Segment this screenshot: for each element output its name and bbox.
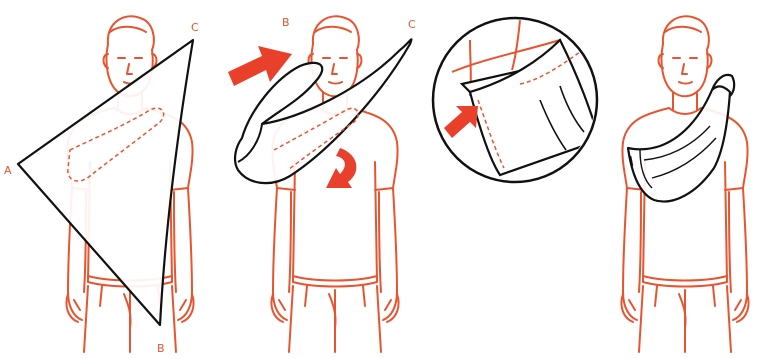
step-2-panel: B C	[228, 16, 416, 352]
corner-label-a: A	[4, 164, 12, 177]
corner-label-c: C	[408, 18, 416, 31]
corner-label-b: B	[157, 342, 165, 355]
curved-arrow-icon	[326, 148, 356, 188]
step-1-panel: A C B	[4, 16, 199, 355]
step-4-panel	[621, 16, 748, 352]
finished-sling	[628, 86, 730, 201]
corner-label-b: B	[282, 16, 290, 29]
corner-label-c: C	[191, 21, 199, 34]
step-3-panel	[433, 18, 600, 182]
